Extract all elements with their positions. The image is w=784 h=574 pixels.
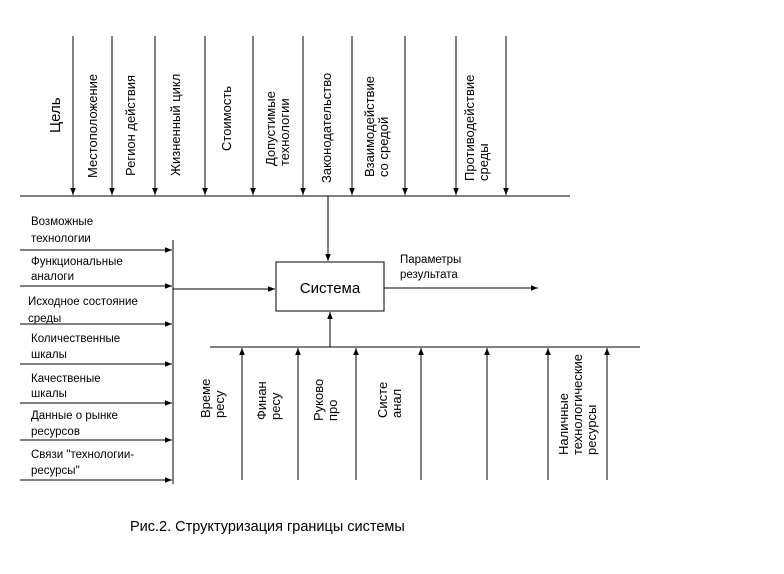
left-label-qualitative: Качественые шкалы: [31, 373, 104, 400]
figure-caption: Рис.2. Структуризация границы системы: [130, 519, 405, 535]
bottom-label-finance: Финан ресу: [254, 378, 283, 420]
bottom-label-management: Руково про: [311, 375, 340, 421]
output-label: Параметры результата: [400, 254, 465, 281]
left-inputs-group: Возможные технологии Функциональные анал…: [20, 216, 275, 484]
top-label-lifecycle: Жизненный цикл: [168, 74, 183, 176]
bottom-inputs-group: Време ресу Финан ресу Руково про Систе а…: [198, 312, 640, 480]
left-label-market: Данные о рынке ресурсов: [31, 410, 121, 438]
top-label-goal: Цель: [47, 97, 64, 133]
left-label-technologies: Возможные технологии: [31, 216, 96, 245]
top-label-cost: Стоимость: [219, 86, 234, 151]
bottom-label-analysis: Систе анал: [375, 378, 404, 418]
top-inputs-group: Цель Местоположение Регион действия Жизн…: [20, 36, 570, 261]
bottom-label-resources: Наличные технологические ресурсы: [556, 350, 599, 455]
output-group: Параметры результата: [384, 254, 538, 291]
top-label-opposition: Противодействие среды: [462, 71, 491, 181]
top-label-allowed-technologies: Допустимые технологии: [263, 88, 292, 166]
top-label-legislation: Законодательство: [319, 73, 334, 183]
top-label-interaction: Взаимодействие со средой: [362, 72, 391, 177]
left-label-relations: Связи "технологии- ресурсы": [31, 449, 137, 477]
left-label-initial-state: Исходное состояние среды: [28, 296, 141, 325]
left-label-quantitative: Количественные шкалы: [31, 333, 123, 361]
system-box: [275, 261, 385, 312]
left-label-analogs: Функциональные аналоги: [31, 256, 126, 283]
top-label-region: Регион действия: [123, 75, 138, 176]
system-node: Система: [275, 261, 385, 312]
system-label: Система: [300, 280, 361, 297]
bottom-label-time: Време ресу: [198, 375, 227, 418]
top-label-location: Местоположение: [85, 74, 100, 178]
